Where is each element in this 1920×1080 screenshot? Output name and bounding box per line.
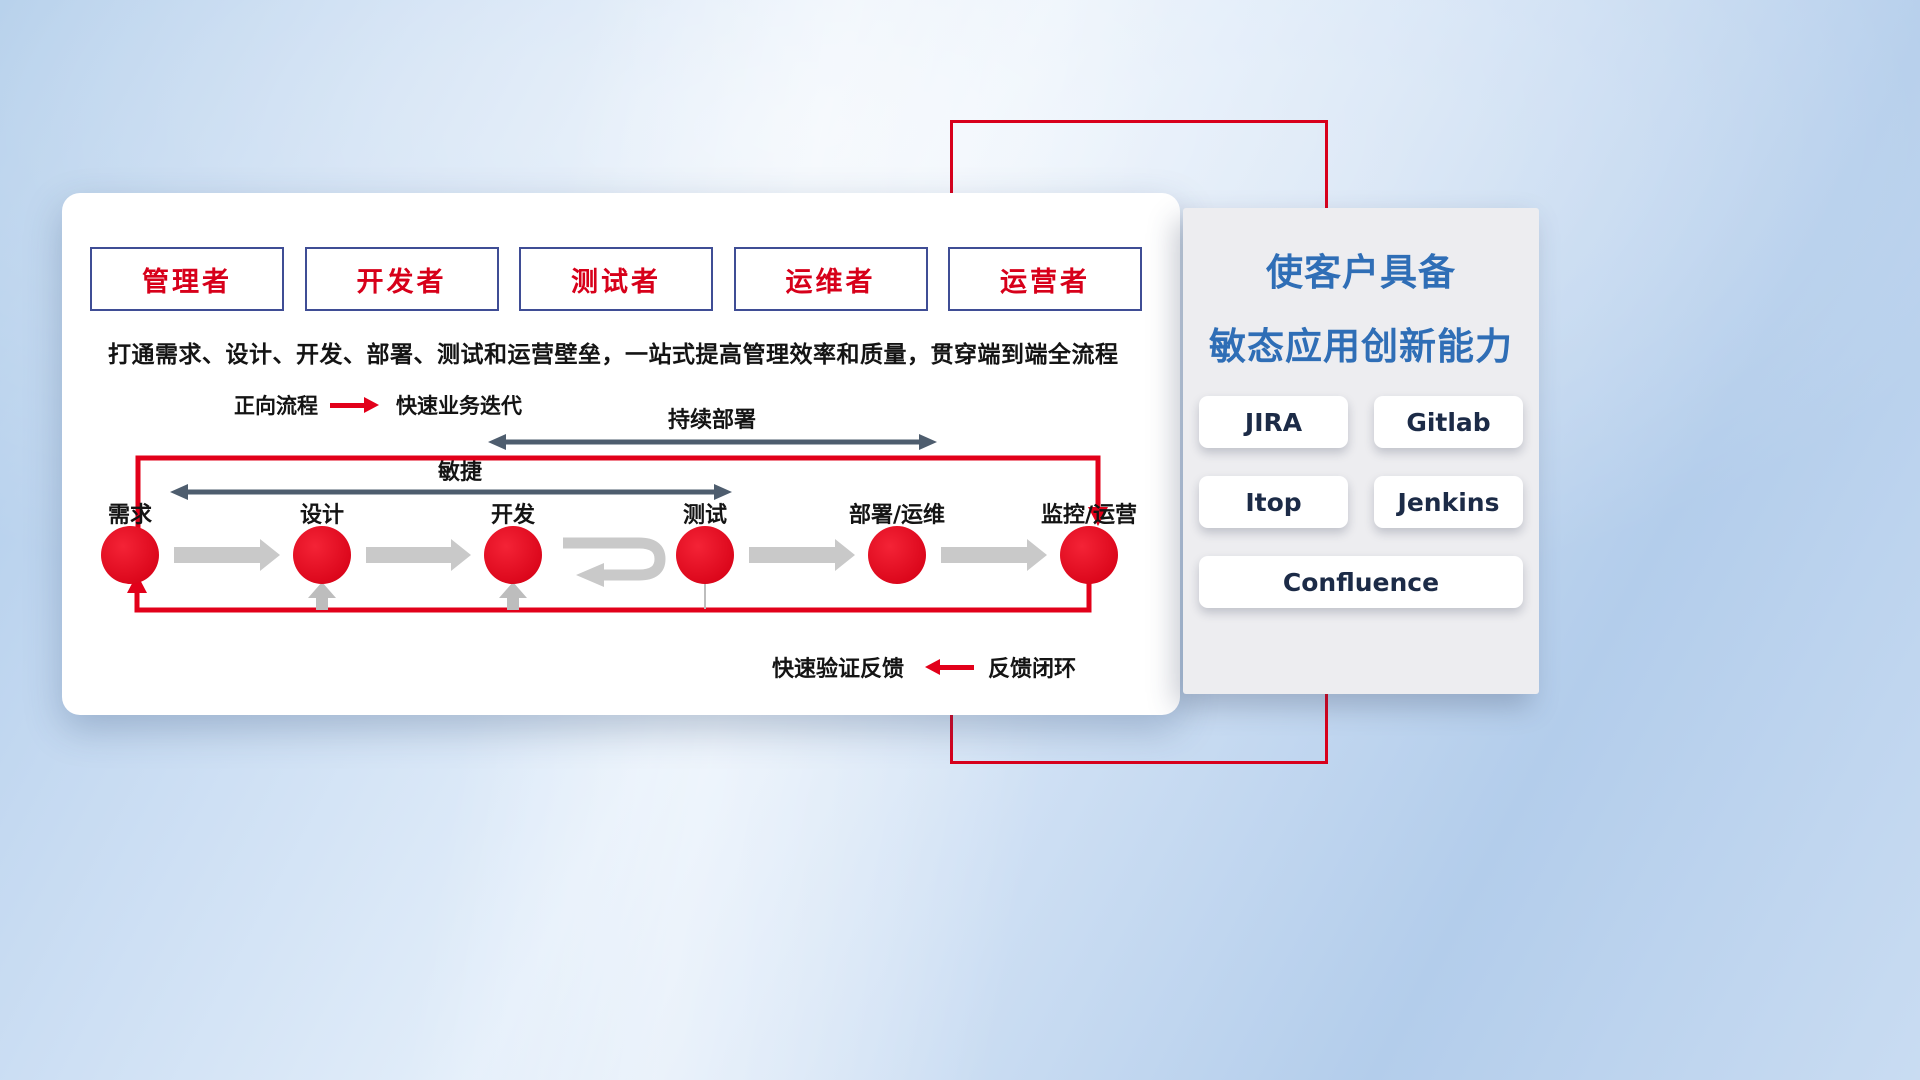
forward-loop-line [135,455,1108,543]
role-label-operator: 运维者 [785,266,876,298]
capability-panel: 使客户具备 敏态应用创新能力 JIRA Gitlab Itop Jenkins … [1183,208,1539,694]
tool-jira: JIRA [1199,396,1348,448]
feedback-arrow-icon [932,664,975,670]
tools-grid: JIRA Gitlab Itop Jenkins Confluence [1199,396,1523,608]
feedback-up-arrow-dev [499,582,527,610]
panel-title: 使客户具备 敏态应用创新能力 [1183,236,1539,384]
role-box-manager: 管理者 [90,247,284,311]
pipeline-diagram: 持续部署 敏捷 [101,407,1137,613]
iteration-loop-icon [563,537,666,587]
role-box-operator: 运维者 [733,247,928,311]
feedback-legend: 快速验证反馈 反馈闭环 [772,651,1076,683]
subtitle-text: 打通需求、设计、开发、部署、测试和运营壁垒，一站式提高管理效率和质量，贯穿端到端… [108,342,1119,368]
role-label-business-operator: 运营者 [1000,266,1090,298]
feedback-loop-line [127,565,1092,613]
agile-span-label: 敏捷 [437,459,483,485]
role-box-tester: 测试者 [519,247,713,311]
stage-label-monitor-ops: 监控/运营 [1041,502,1137,528]
stage-label-design: 设计 [300,503,344,528]
panel-title-line2: 敏态应用创新能力 [1209,325,1513,368]
agile-span-arrow: 敏捷 [170,459,732,500]
flow-arrow-2 [366,539,471,571]
stage-node-design [293,526,351,584]
role-box-business-operator: 运营者 [948,247,1142,311]
stage-label-development: 开发 [491,502,536,528]
flow-arrow-1 [174,539,280,571]
roles-row: 管理者 开发者 测试者 运维者 运营者 [90,247,1142,311]
tool-confluence: Confluence [1199,556,1523,608]
stage-label-requirements: 需求 [108,503,152,528]
stage-node-monitor-ops [1060,526,1118,584]
tool-jenkins: Jenkins [1374,476,1523,528]
forward-legend-desc: 快速业务迭代 [396,394,522,418]
stage-label-deploy-ops: 部署/运维 [849,502,945,528]
feedback-legend-label: 反馈闭环 [988,657,1077,682]
tool-gitlab: Gitlab [1374,396,1523,448]
role-label-manager: 管理者 [142,266,232,298]
forward-arrow-icon [330,402,372,408]
role-label-developer: 开发者 [356,266,447,298]
role-box-developer: 开发者 [304,247,499,311]
stage-node-deploy-ops [868,526,926,584]
stage-node-development [484,526,542,584]
cd-span-label: 持续部署 [668,407,756,433]
devops-pipeline-card: 管理者 开发者 测试者 运维者 运营者 打通需求、设计、开发、部署、测试和运营壁… [62,193,1180,715]
feedback-legend-desc: 快速验证反馈 [772,657,905,682]
panel-title-line1: 使客户具备 [1266,251,1456,294]
flow-arrow-3 [749,539,855,571]
tool-itop: Itop [1199,476,1348,528]
stage-node-testing [676,526,734,584]
feedback-up-arrow-design [308,582,336,610]
forward-legend: 正向流程 快速业务迭代 [234,390,522,420]
cd-span-arrow: 持续部署 [488,407,937,450]
stage-node-requirements [101,526,159,584]
stage-label-testing: 测试 [683,503,727,528]
flow-arrow-4 [941,539,1047,571]
role-label-tester: 测试者 [571,266,661,298]
forward-legend-label: 正向流程 [234,394,318,418]
